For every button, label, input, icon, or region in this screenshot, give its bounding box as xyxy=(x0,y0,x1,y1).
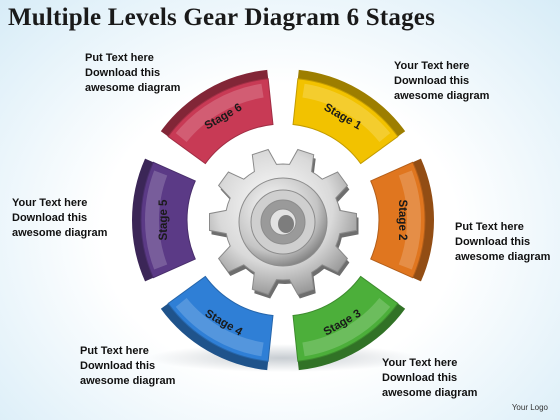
note-middle-left: Your Text here Download this awesome dia… xyxy=(12,196,132,241)
note-top-right: Your Text here Download this awesome dia… xyxy=(394,59,514,104)
note-line: Your Text here xyxy=(382,357,458,369)
stage-segment-edge xyxy=(297,303,406,371)
note-line: Your Text here xyxy=(12,197,88,209)
note-line: awesome diagram xyxy=(382,387,478,399)
note-line: Download this xyxy=(80,360,156,372)
stage-segment-edge xyxy=(160,69,269,137)
stage-segment-gloss xyxy=(302,83,391,142)
note-line: Put Text here xyxy=(80,345,149,357)
stage-label-5: Stage 5 xyxy=(158,199,170,241)
stage-segment-gloss xyxy=(175,298,264,357)
stage-segment-gloss xyxy=(175,83,264,142)
stage-segment-1 xyxy=(292,78,399,165)
note-line: Your Text here xyxy=(394,60,470,72)
note-line: Download this xyxy=(382,372,458,384)
note-bottom-right: Your Text here Download this awesome dia… xyxy=(382,356,502,401)
note-line: Download this xyxy=(12,212,88,224)
stage-segment-gloss xyxy=(144,170,168,270)
note-line: awesome diagram xyxy=(455,251,551,263)
stage-segment-2 xyxy=(370,161,426,279)
stage-segment-edge xyxy=(412,158,434,282)
note-line: Download this xyxy=(85,67,161,79)
note-line: Put Text here xyxy=(455,221,524,233)
stage-segment-edge xyxy=(297,69,406,137)
logo-text: Your Logo xyxy=(511,403,548,412)
stage-segment-5 xyxy=(140,161,196,279)
note-line: Put Text here xyxy=(85,52,154,64)
note-line: awesome diagram xyxy=(12,227,108,239)
note-line: awesome diagram xyxy=(85,82,181,94)
note-top-left: Put Text here Download this awesome diag… xyxy=(85,51,205,96)
stage-segment-edge xyxy=(132,158,154,282)
stage-segment-gloss xyxy=(302,298,391,357)
note-bottom-left: Put Text here Download this awesome diag… xyxy=(80,344,200,389)
gear-icon xyxy=(209,148,359,299)
stage-segment-edge xyxy=(160,303,269,371)
stage-segment-3 xyxy=(292,275,399,362)
page-title: Multiple Levels Gear Diagram 6 Stages xyxy=(8,4,436,31)
stage-segment-6 xyxy=(167,78,274,165)
note-line: Download this xyxy=(455,236,531,248)
note-middle-right: Put Text here Download this awesome diag… xyxy=(455,220,560,265)
stage-label-2: Stage 2 xyxy=(396,200,408,241)
stage-segment-gloss xyxy=(398,170,421,270)
note-line: awesome diagram xyxy=(80,375,176,387)
gear-axle-hole xyxy=(278,215,294,233)
note-line: awesome diagram xyxy=(394,90,490,102)
note-line: Download this xyxy=(394,75,470,87)
stage-segment-4 xyxy=(167,275,274,362)
